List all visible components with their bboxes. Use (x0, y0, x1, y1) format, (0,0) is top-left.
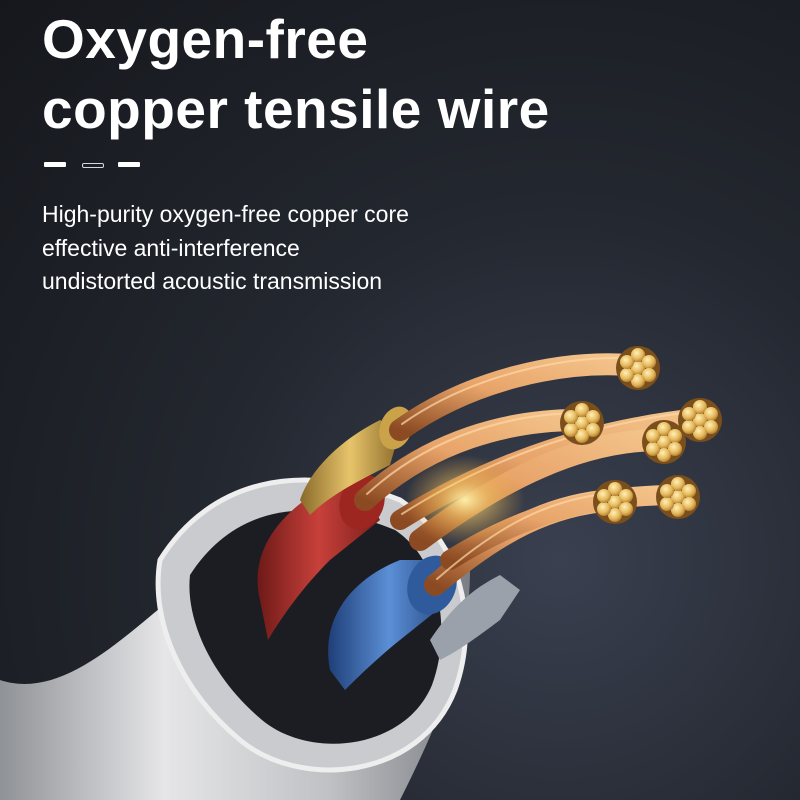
divider-dash (118, 162, 140, 167)
divider-dash (44, 162, 66, 167)
cable-jacket (0, 477, 470, 800)
feature-item: High-purity oxygen-free copper core (42, 201, 409, 227)
headline-line-1: Oxygen-free (42, 8, 369, 70)
strand-ends (560, 346, 722, 524)
headline-line-2: copper tensile wire (42, 78, 550, 140)
feature-item: undistorted acoustic transmission (42, 268, 383, 294)
feature-item: effective anti-interference (42, 234, 300, 261)
divider-dash-outline (82, 163, 104, 168)
headline: Oxygen-free copper tensile wire (42, 4, 550, 144)
light-glow (405, 455, 525, 545)
feature-list: High-purity oxygen-free copper core effe… (42, 198, 409, 299)
